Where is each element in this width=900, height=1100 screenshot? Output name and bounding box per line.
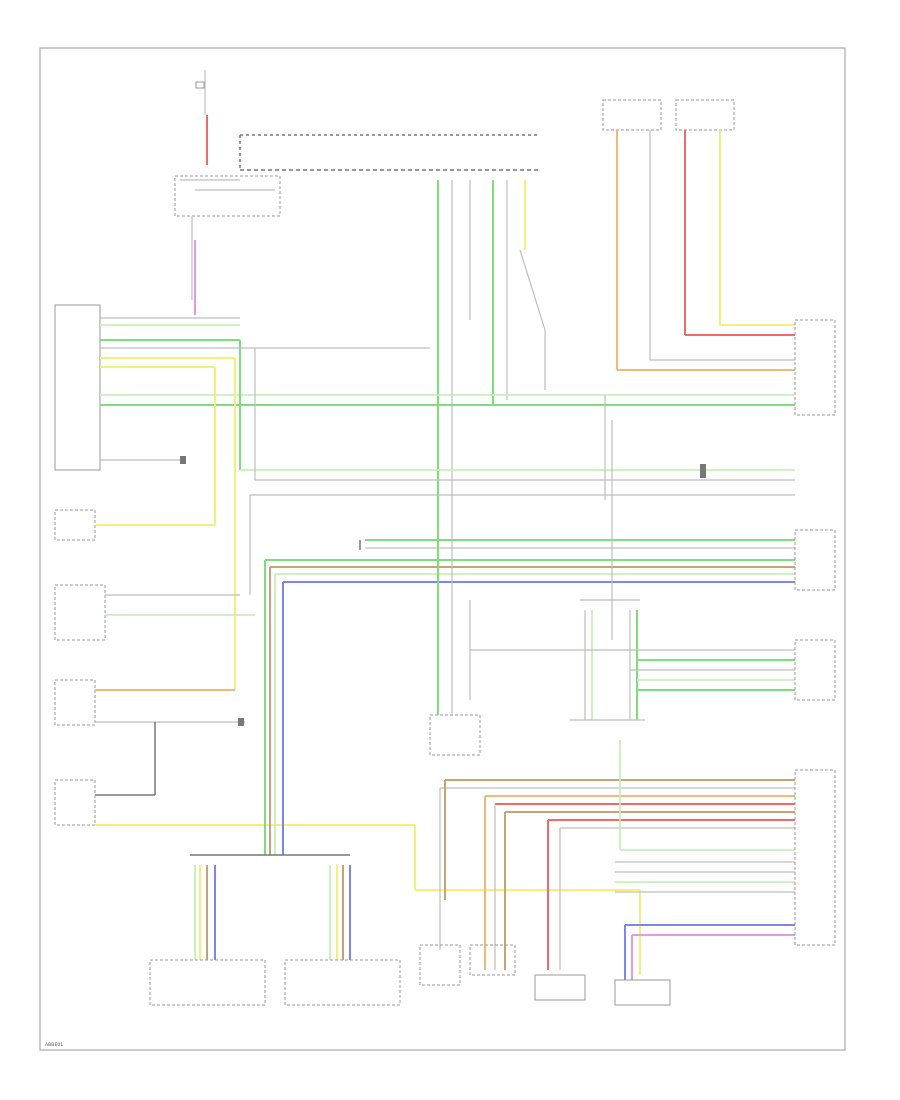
switch-top [54, 509, 96, 541]
sensor-right [675, 99, 735, 131]
left-module [54, 304, 795, 690]
fuel-pump-sensor-1 [149, 959, 266, 1006]
figure-id: ABBE01 [45, 1042, 63, 1048]
central-module-wires [437, 180, 546, 550]
sensor-mid [54, 584, 106, 641]
switch-coolant-level [54, 779, 96, 826]
switch-brake-fluid [54, 679, 96, 726]
mid-bus [249, 494, 836, 855]
fuel-tank-sensor [614, 979, 671, 1006]
center-fuse [429, 550, 481, 756]
bottom-sensors [149, 854, 671, 1006]
left-control-unit [54, 304, 101, 471]
coolant-temp-sensor [469, 944, 516, 976]
bottom-switch [419, 944, 461, 986]
oil-pressure-sensor [534, 974, 586, 1001]
fuel-pump-sensor-2 [284, 959, 401, 1006]
center-fuse-box [429, 714, 481, 756]
lower-right-bus [439, 740, 836, 980]
left-switches [54, 509, 641, 975]
right-module-top [794, 319, 836, 416]
top-right-sensors [602, 99, 836, 416]
right-module-lower [794, 639, 836, 701]
diagram-frame [39, 47, 846, 1051]
power-supply-group [174, 70, 540, 315]
ignition-relay-box [174, 175, 281, 217]
sensor-left [602, 99, 662, 131]
right-mid-modules [469, 395, 836, 721]
engine-control-module [794, 769, 836, 946]
right-module-mid [794, 529, 836, 591]
